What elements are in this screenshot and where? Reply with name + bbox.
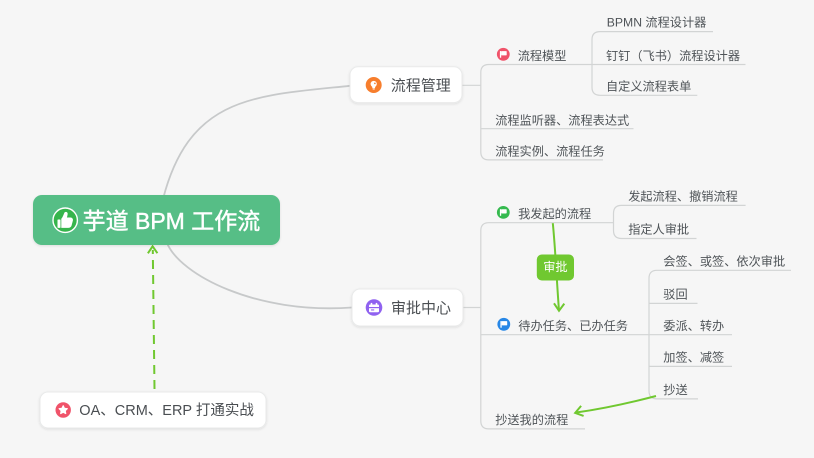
svg-text:审批: 审批 bbox=[543, 259, 567, 274]
svg-text:抄送: 抄送 bbox=[663, 382, 687, 397]
svg-text:自定义流程表单: 自定义流程表单 bbox=[606, 79, 691, 94]
svg-text:抄送我的流程: 抄送我的流程 bbox=[495, 412, 568, 427]
svg-text:钉钉（飞书）流程设计器: 钉钉（飞书）流程设计器 bbox=[606, 48, 740, 63]
svg-text:待办任务、已办任务: 待办任务、已办任务 bbox=[518, 318, 628, 333]
svg-text:指定人审批: 指定人审批 bbox=[628, 222, 689, 237]
svg-text:发起流程、撤销流程: 发起流程、撤销流程 bbox=[628, 189, 738, 204]
svg-text:流程管理: 流程管理 bbox=[391, 77, 451, 94]
svg-text:BPMN 流程设计器: BPMN 流程设计器 bbox=[607, 14, 707, 29]
svg-text:委派、转办: 委派、转办 bbox=[663, 318, 724, 333]
svg-text:流程实例、流程任务: 流程实例、流程任务 bbox=[495, 143, 605, 158]
svg-text:我发起的流程: 我发起的流程 bbox=[518, 206, 591, 221]
svg-text:芋道 BPM 工作流: 芋道 BPM 工作流 bbox=[83, 208, 261, 234]
svg-text:流程监听器、流程表达式: 流程监听器、流程表达式 bbox=[495, 112, 629, 127]
svg-text:加签、减签: 加签、减签 bbox=[663, 350, 724, 365]
svg-text:驳回: 驳回 bbox=[663, 288, 687, 302]
svg-text:流程模型: 流程模型 bbox=[518, 48, 567, 63]
svg-text:会签、或签、依次审批: 会签、或签、依次审批 bbox=[663, 254, 785, 269]
svg-text:OA、CRM、ERP 打通实战: OA、CRM、ERP 打通实战 bbox=[79, 402, 254, 419]
svg-text:审批中心: 审批中心 bbox=[391, 300, 451, 317]
